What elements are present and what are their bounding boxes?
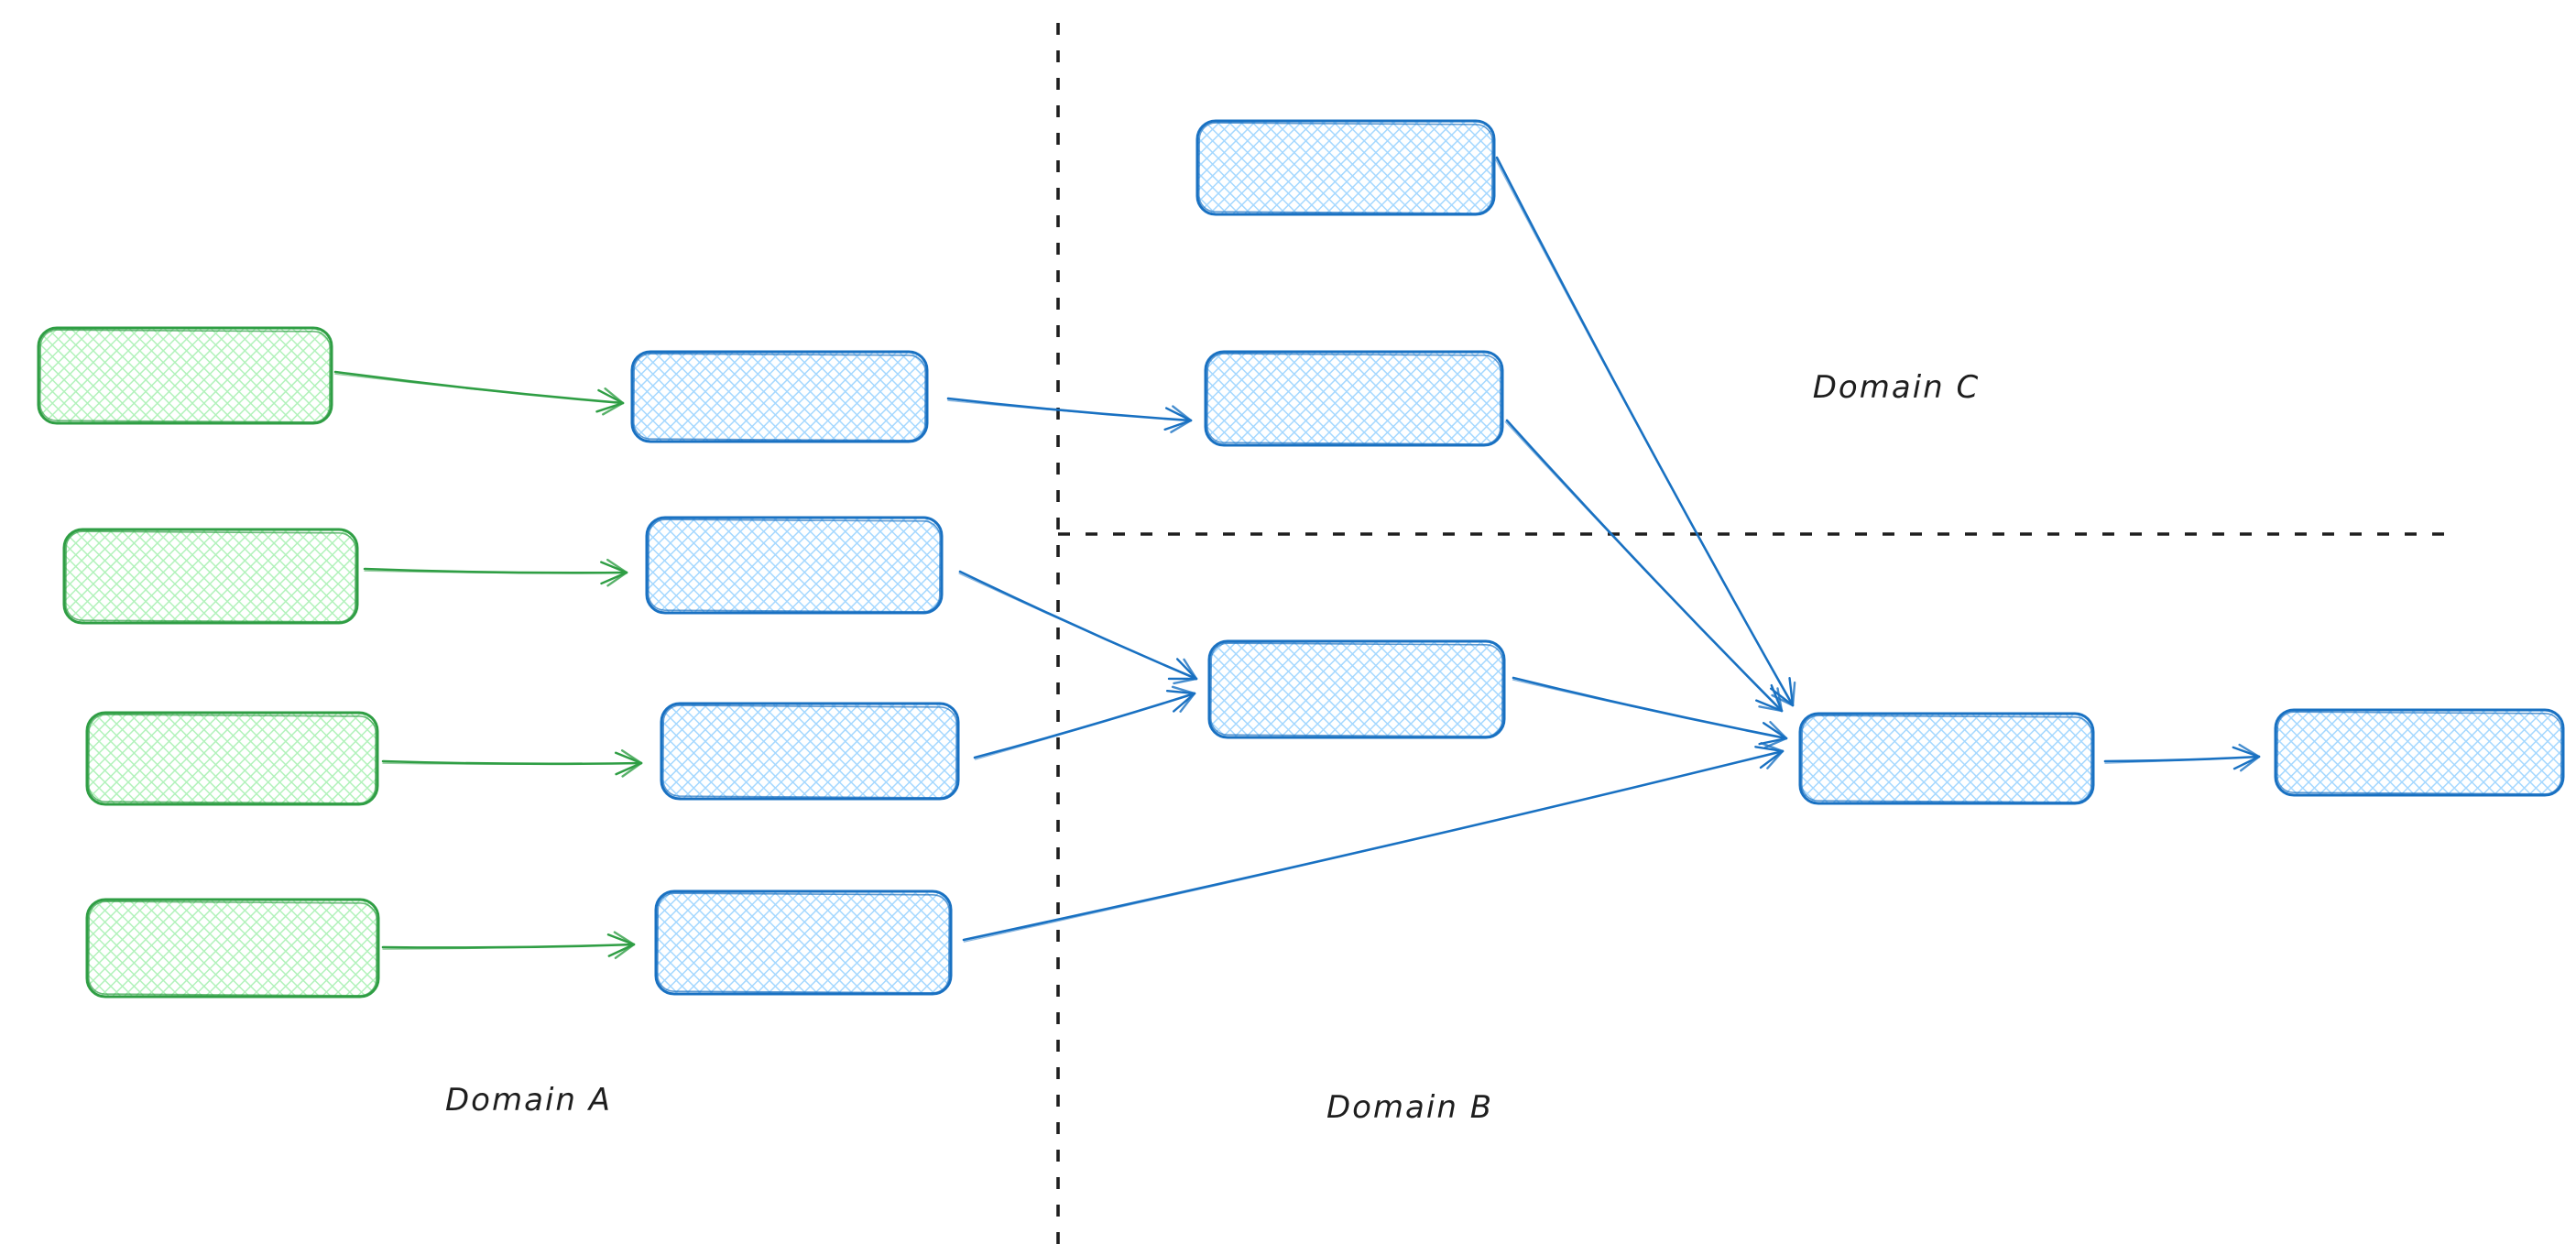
- box-domain-a-stage-1[interactable]: [630, 350, 929, 443]
- arrows-layer: [333, 156, 2261, 960]
- arrow-hub-to-output[interactable]: [2103, 743, 2261, 772]
- arrow-stage-4-to-hub[interactable]: [962, 742, 1785, 943]
- box-domain-a-source-2[interactable]: [62, 528, 359, 625]
- arrow-source-1-to-stage-1[interactable]: [333, 370, 625, 416]
- box-domain-c-1[interactable]: [1195, 119, 1496, 216]
- domain-c-label[interactable]: Domain C: [1813, 369, 1980, 406]
- arrow-source-3-to-stage-3[interactable]: [381, 749, 643, 778]
- box-domain-a-source-3[interactable]: [85, 711, 379, 806]
- box-domain-a-stage-2[interactable]: [645, 516, 944, 615]
- box-domain-b-output[interactable]: [2274, 708, 2565, 797]
- box-domain-a-source-4[interactable]: [85, 898, 380, 999]
- box-domain-b-hub[interactable]: [1798, 712, 2095, 805]
- arrow-stage-1-to-c-2[interactable]: [946, 397, 1193, 433]
- box-domain-a-source-1[interactable]: [37, 326, 333, 425]
- arrow-source-2-to-stage-2[interactable]: [363, 558, 628, 587]
- arrow-c-2-to-hub[interactable]: [1504, 419, 1784, 713]
- box-domain-a-stage-3[interactable]: [660, 702, 960, 801]
- arrow-source-4-to-stage-4[interactable]: [381, 931, 636, 960]
- arrow-stage-3-to-b-1[interactable]: [973, 685, 1196, 760]
- boxes-layer: [37, 119, 2565, 999]
- box-domain-b-1[interactable]: [1207, 639, 1506, 739]
- domain-a-label[interactable]: Domain A: [445, 1082, 612, 1119]
- domain-b-label[interactable]: Domain B: [1326, 1089, 1493, 1126]
- box-domain-c-2[interactable]: [1204, 350, 1504, 447]
- labels-layer: Domain A Domain B Domain C: [445, 369, 1980, 1126]
- partitions-layer: [1056, 23, 2448, 1255]
- box-domain-a-stage-4[interactable]: [654, 889, 953, 996]
- arrow-c-1-to-hub[interactable]: [1494, 156, 1796, 707]
- arrow-b-1-to-hub[interactable]: [1512, 676, 1788, 749]
- arrow-stage-2-to-b-1[interactable]: [958, 570, 1198, 685]
